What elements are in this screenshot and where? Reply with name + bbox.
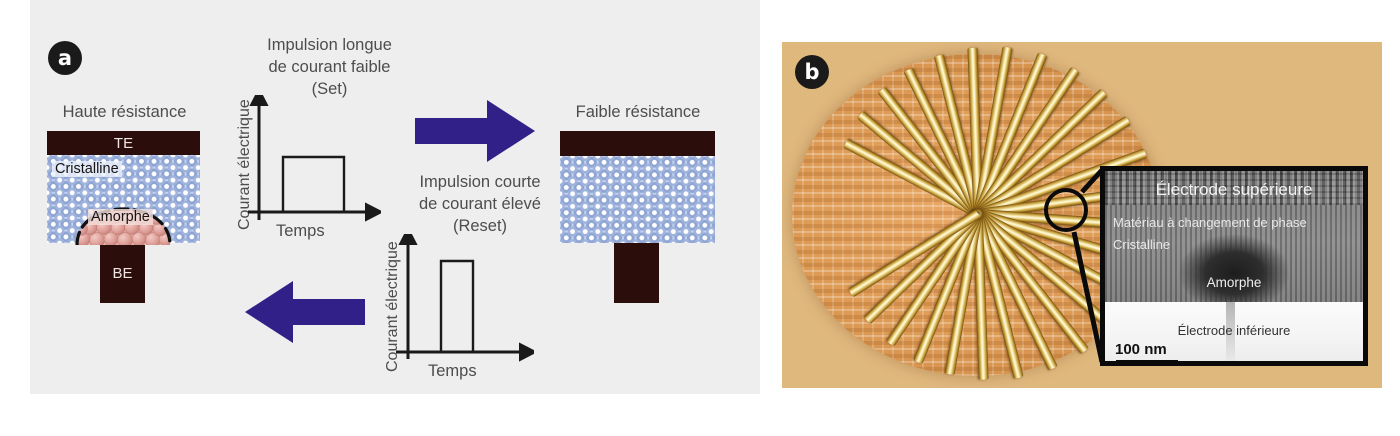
tem-bottom-electrode-layer bbox=[1105, 302, 1363, 361]
set-plot-caption: Impulsion longue de courant faible (Set) bbox=[267, 36, 392, 98]
panel-b: Électrode supérieure Matériau à changeme… bbox=[782, 42, 1382, 388]
bottom-electrode-right bbox=[614, 243, 659, 303]
device-low-resistance bbox=[560, 131, 715, 303]
reset-plot-axes bbox=[396, 234, 534, 362]
high-resistance-title: Haute résistance bbox=[62, 103, 187, 121]
tem-label-crystalline: Cristalline bbox=[1113, 237, 1171, 252]
set-pulse-plot: Impulsion longue de courant faible (Set)… bbox=[222, 35, 392, 245]
low-resistance-title: Faible résistance bbox=[575, 103, 701, 121]
tem-phase-change-layer bbox=[1105, 171, 1363, 303]
reset-arrow-left bbox=[245, 281, 365, 343]
scale-bar-label: 100 nm bbox=[1115, 341, 1167, 358]
set-plot-axes bbox=[248, 95, 381, 222]
bottom-electrode-label-left: BE bbox=[112, 264, 133, 282]
crystalline-label-left: Cristalline bbox=[52, 161, 122, 177]
set-plot-xlabel: Temps bbox=[276, 222, 325, 240]
reset-pulse-plot: Impulsion courte de courant élevé (Reset… bbox=[366, 172, 541, 387]
tem-label-phase-change-material: Matériau à changement de phase bbox=[1113, 215, 1307, 230]
callout-circle bbox=[1044, 188, 1088, 232]
reset-plot-xlabel: Temps bbox=[428, 362, 477, 380]
crystalline-region-right bbox=[560, 156, 715, 243]
amorphous-label-left: Amorphe bbox=[88, 209, 153, 225]
top-electrode-right bbox=[560, 131, 715, 156]
top-electrode-label-left: TE bbox=[113, 134, 134, 152]
tem-label-amorphous: Amorphe bbox=[1206, 275, 1262, 290]
tem-label-bottom-electrode: Électrode inférieure bbox=[1177, 323, 1291, 338]
reset-plot-caption: Impulsion courte de courant élevé (Reset… bbox=[418, 173, 541, 235]
tem-label-top-electrode: Électrode supérieure bbox=[1155, 180, 1313, 199]
set-arrow-right bbox=[415, 100, 535, 162]
tem-top-electrode-layer bbox=[1105, 171, 1363, 206]
tem-inset: Électrode supérieure Matériau à changeme… bbox=[1100, 166, 1368, 366]
panel-a-badge: a bbox=[48, 41, 82, 75]
panel-b-badge: b bbox=[795, 55, 829, 89]
scale-bar bbox=[1116, 360, 1178, 361]
bottom-electrode-left: BE bbox=[100, 243, 145, 303]
top-electrode-left: TE bbox=[47, 131, 200, 155]
device-high-resistance: TE bbox=[47, 131, 200, 303]
